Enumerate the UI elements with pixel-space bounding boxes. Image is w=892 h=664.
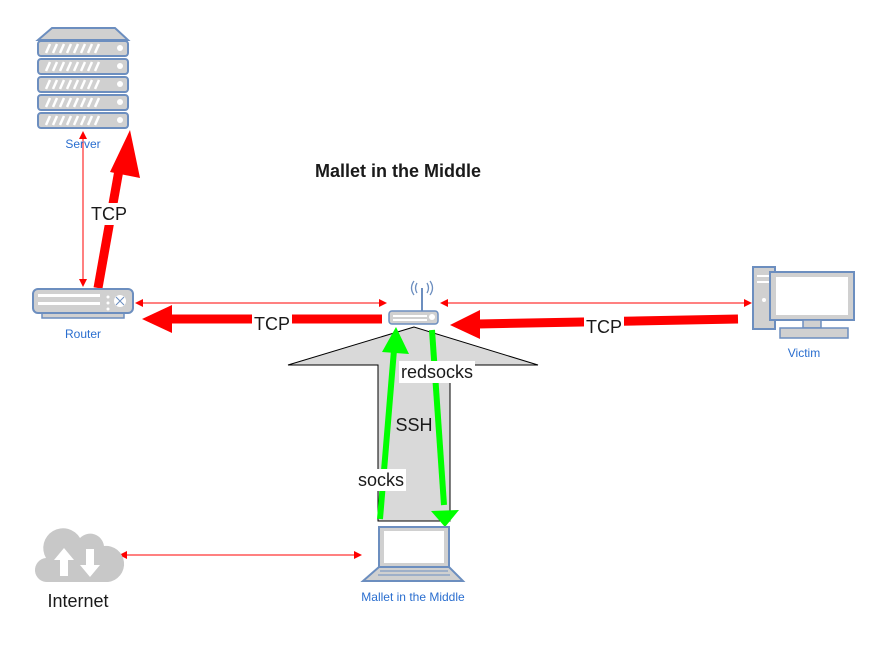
tcp-label-victim-ap: TCP <box>586 317 622 337</box>
tcp-label-router-server: TCP <box>91 204 127 224</box>
redsocks-arrow <box>429 329 459 527</box>
mallet-label: Mallet in the Middle <box>361 590 465 604</box>
server-label: Server <box>65 137 100 151</box>
victim-label: Victim <box>788 346 820 360</box>
wireless-access-point-icon[interactable] <box>388 280 439 325</box>
ssh-label: SSH <box>395 415 432 435</box>
desktop-computer-icon[interactable] <box>752 266 855 339</box>
cloud-icon[interactable] <box>34 528 125 583</box>
laptop-icon[interactable] <box>360 526 466 582</box>
tcp-arrow-router-server <box>93 130 140 289</box>
diagram-title: Mallet in the Middle <box>315 161 481 181</box>
socks-label: socks <box>358 470 404 490</box>
tcp-label-ap-router: TCP <box>254 314 290 334</box>
server-icon[interactable] <box>35 27 131 129</box>
redsocks-label: redsocks <box>401 362 473 382</box>
ssh-tunnel-arrow <box>287 326 539 522</box>
internet-label: Internet <box>47 591 108 611</box>
router-icon[interactable] <box>32 288 134 319</box>
router-label: Router <box>65 327 101 341</box>
